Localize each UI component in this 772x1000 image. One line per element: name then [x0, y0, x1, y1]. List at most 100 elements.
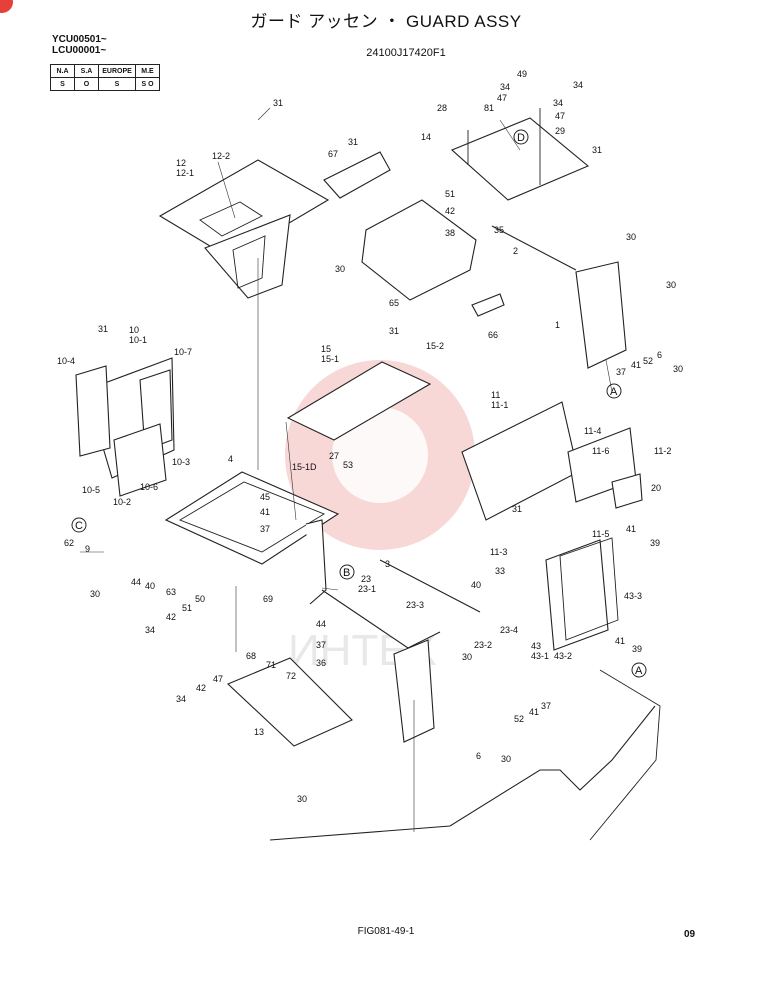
callout-label: 37 — [541, 701, 551, 711]
callout-label: 11-1 — [491, 400, 508, 410]
callout-label: 51 — [182, 603, 192, 613]
callout-labels: 49 34 47 34 34 47 28 81 29 31 14 31 67 5… — [57, 69, 683, 804]
part-box-43 — [545, 537, 619, 651]
callout-label: 23-1 — [358, 584, 376, 594]
callout-label: 2 — [513, 246, 518, 256]
callout-label: 6 — [657, 350, 662, 360]
callout-label: 1 — [555, 320, 560, 330]
callout-label: 31 — [348, 137, 358, 147]
callout-label: 10-4 — [57, 356, 75, 366]
callout-label: 71 — [266, 660, 276, 670]
callout-label: 15-2 — [426, 341, 444, 351]
callout-label: 34 — [573, 80, 583, 90]
callout-label: 15-1 — [321, 354, 339, 364]
callout-label: 50 — [195, 594, 205, 604]
callout-label: 10-5 — [82, 485, 100, 495]
svg-text:A: A — [610, 386, 618, 398]
callout-label: 44 — [316, 619, 326, 629]
callout-label: 12 — [176, 158, 186, 168]
leader-lines — [80, 107, 613, 832]
callout-label: 23-2 — [474, 640, 492, 650]
callout-label: 30 — [626, 232, 636, 242]
callout-label: 52 — [643, 356, 653, 366]
callout-label: 40 — [471, 580, 481, 590]
callout-label: 41 — [626, 524, 636, 534]
callout-label: 63 — [166, 587, 176, 597]
callout-label: 47 — [555, 111, 565, 121]
part-main-frame — [305, 519, 441, 743]
spec-table-header-row: N.A S.A EUROPE M.E — [50, 64, 160, 78]
callout-label: 10 — [129, 325, 139, 335]
spec-value-me: S O — [135, 77, 160, 91]
spec-table: N.A S.A EUROPE M.E S O S S O — [50, 64, 160, 91]
svg-text:D: D — [517, 132, 525, 144]
callout-label: 9 — [85, 544, 90, 554]
callout-label: 33 — [495, 566, 505, 576]
part-rear-panel — [461, 401, 643, 521]
callout-label: 39 — [632, 644, 642, 654]
callout-label: 10-1 — [129, 335, 147, 345]
callout-label: 30 — [673, 364, 683, 374]
callout-label: 37 — [260, 524, 270, 534]
callout-label: 11-4 — [584, 426, 601, 436]
callout-label: 53 — [343, 460, 353, 470]
part-side-panel — [75, 357, 175, 497]
callout-label: 31 — [512, 504, 522, 514]
callout-label: 69 — [263, 594, 273, 604]
callout-label: 35 — [494, 225, 504, 235]
callout-label: 68 — [246, 651, 256, 661]
callout-label: 15 — [321, 344, 331, 354]
callout-label: 23 — [361, 574, 371, 584]
callout-label: 11-5 — [592, 529, 609, 539]
callout-label: 23-4 — [500, 625, 518, 635]
callout-label: 31 — [592, 145, 602, 155]
part-frame — [164, 471, 340, 565]
callout-label: 10-3 — [172, 457, 190, 467]
callout-label: 23-3 — [406, 600, 424, 610]
part-number: 24100J17420F1 — [366, 47, 446, 59]
callout-label: 41 — [615, 636, 625, 646]
reference-mark-a-top: A — [606, 383, 622, 399]
callout-label: 44 — [131, 577, 141, 587]
figure-number: FIG081-49-1 — [357, 926, 415, 937]
callout-label: 51 — [445, 189, 455, 199]
part-cover-15 — [286, 361, 432, 441]
part-side-bracket — [575, 261, 627, 369]
callout-label: 12-2 — [212, 151, 230, 161]
callout-label: 39 — [650, 538, 660, 548]
part-rod-23 — [379, 559, 481, 613]
reference-mark-b: B — [339, 564, 355, 580]
callout-label: 49 — [517, 69, 527, 79]
callout-label: 30 — [666, 280, 676, 290]
callout-label: 41 — [529, 707, 539, 717]
callout-label: 52 — [514, 714, 524, 724]
page-number: 09 — [684, 929, 696, 940]
callout-label: 45 — [260, 492, 270, 502]
callout-label: 36 — [316, 658, 326, 668]
callout-label: 10-2 — [113, 497, 131, 507]
callout-label: 28 — [437, 103, 447, 113]
callout-label: 62 — [64, 538, 74, 548]
callout-label: 37 — [316, 640, 326, 650]
callout-label: 11-2 — [654, 446, 671, 456]
callout-label: 10-6 — [140, 482, 158, 492]
callout-label: 43 — [531, 641, 541, 651]
part-top-plate — [450, 117, 590, 201]
callout-label: 4 — [228, 454, 233, 464]
callout-label: 11-3 — [490, 547, 507, 557]
corner-badge — [0, 0, 13, 13]
callout-label: 43-1 — [531, 651, 549, 661]
serial-range-2: LCU00001~ — [52, 45, 107, 56]
callout-label: 40 — [145, 581, 155, 591]
callout-label: 34 — [145, 625, 155, 635]
callout-label: 31 — [273, 98, 283, 108]
callout-label: 30 — [297, 794, 307, 804]
callout-label: 30 — [462, 652, 472, 662]
callout-label: 66 — [488, 330, 498, 340]
part-cushion — [361, 199, 477, 301]
callout-label: 72 — [286, 671, 296, 681]
callout-label: 30 — [501, 754, 511, 764]
callout-label: 12-1 — [176, 168, 194, 178]
callout-label: 3 — [385, 559, 390, 569]
